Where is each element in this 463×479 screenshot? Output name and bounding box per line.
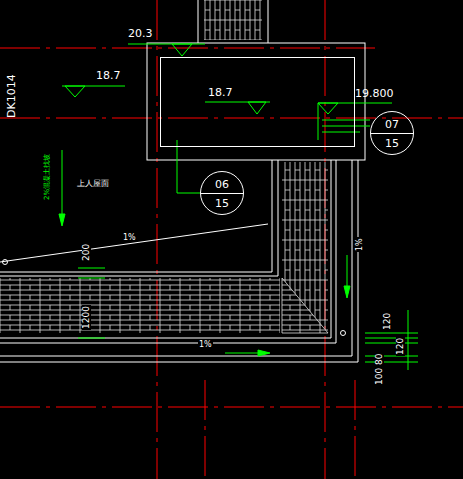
slope-note: 2%混凝土找坡 [44, 154, 51, 200]
symbols [59, 44, 418, 370]
overflow-box: 18.7 [160, 57, 355, 147]
elevation-text: 18.7 [208, 87, 233, 98]
masonry [0, 0, 328, 333]
detail-number: 07 [371, 119, 413, 130]
callout-circle: 06 15 [200, 171, 244, 215]
callout-divider [201, 193, 243, 194]
dimension: 80 [375, 353, 384, 366]
dimension: 120 [396, 337, 405, 356]
drawing-code: DK1014 [6, 74, 17, 118]
dimension: 1200 [82, 305, 91, 330]
dimension: 200 [82, 243, 91, 262]
detail-number: 06 [201, 179, 243, 190]
elevation-text: 20.3 [128, 28, 153, 39]
slope-mark: 1% [198, 341, 213, 349]
sheet-number: 15 [371, 138, 413, 149]
outlines [0, 0, 365, 362]
elevation-text: 18.7 [96, 70, 121, 81]
slope-mark: 1% [356, 237, 364, 252]
elevation-text: 19.800 [355, 88, 394, 99]
callout-circle: 07 15 [370, 111, 414, 155]
dimension: 120 [383, 312, 392, 331]
area-note: 上人屋面 [77, 180, 109, 188]
sheet-number: 15 [201, 198, 243, 209]
callout-divider [371, 133, 413, 134]
dimension: 100 [375, 367, 384, 386]
slope-mark: 1% [122, 234, 137, 242]
